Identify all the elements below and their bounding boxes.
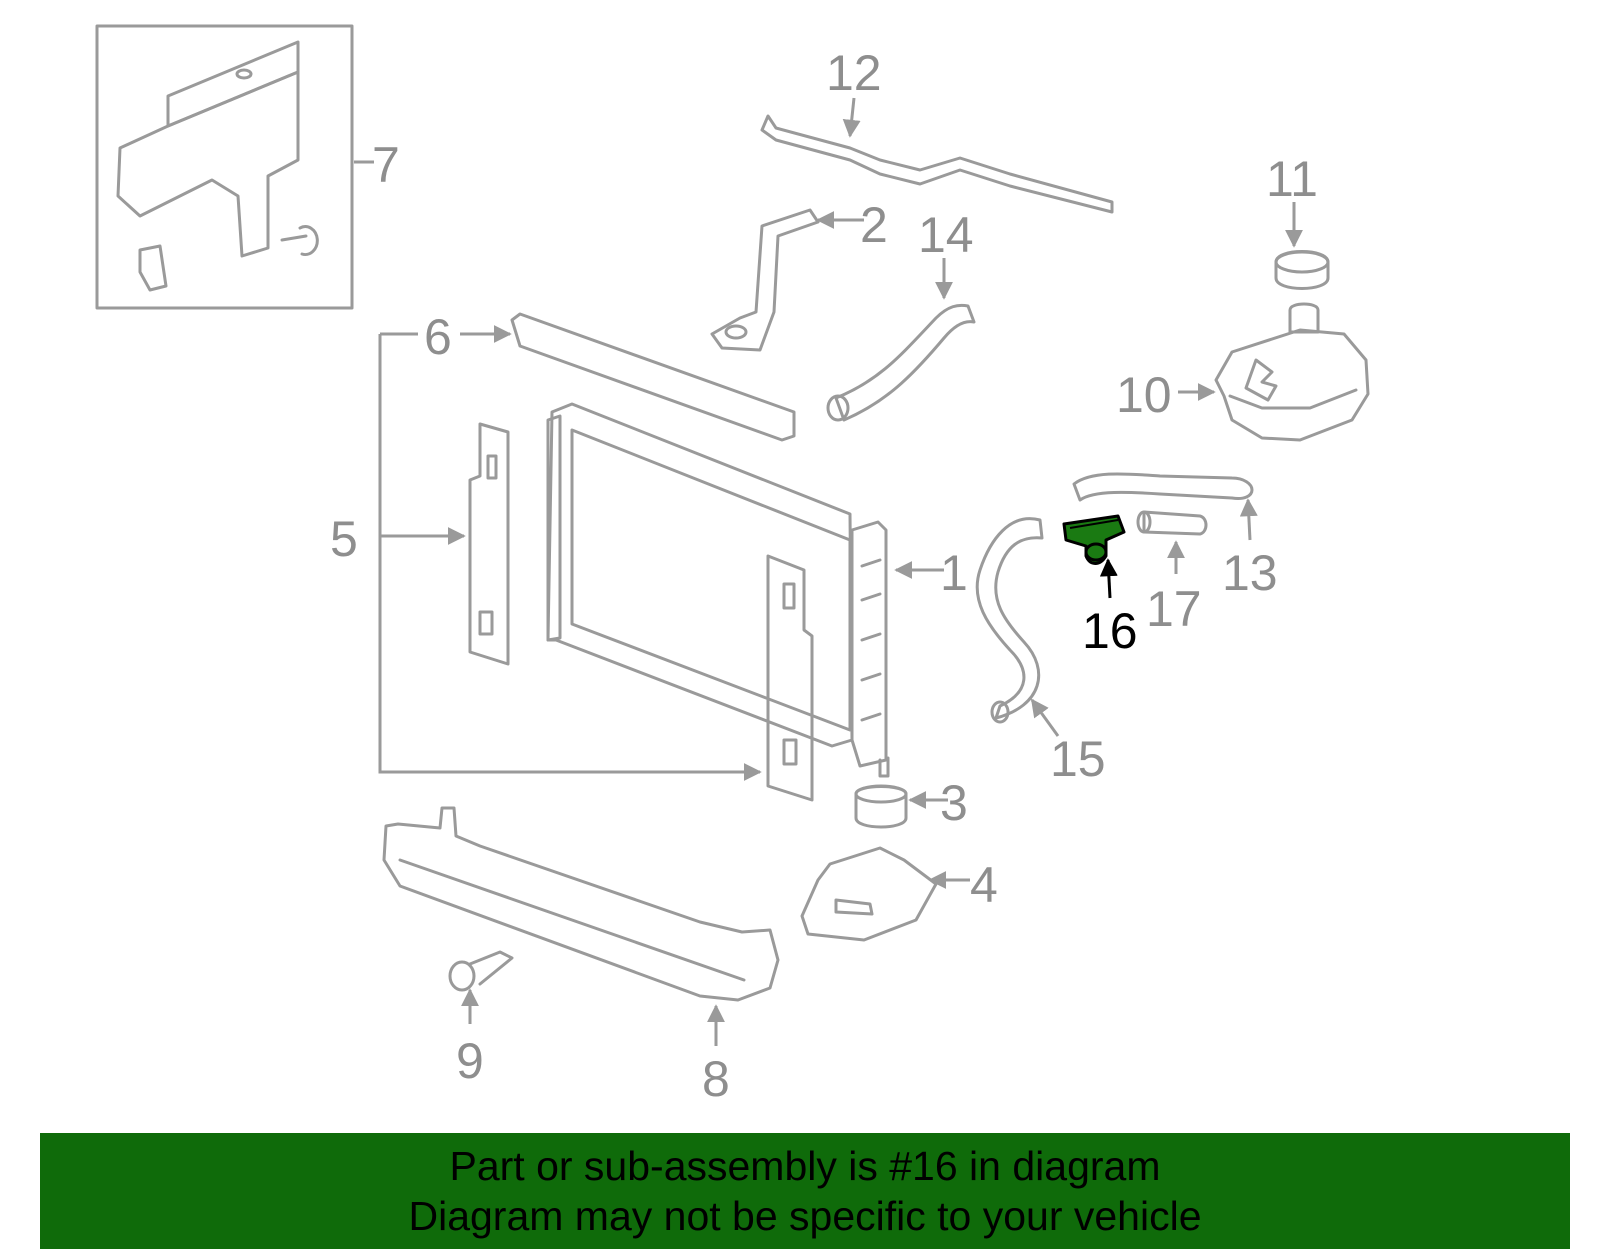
callout-6: 6 [424,309,452,365]
part-5-side-seal-right [766,554,814,802]
callout-10: 10 [1116,367,1172,423]
banner-line-part: Part or sub-assembly is #16 in diagram [449,1143,1161,1189]
callout-11: 11 [1266,151,1318,207]
part-3-insulator [854,784,908,829]
info-banner: Part or sub-assembly is #16 in diagram D… [40,1133,1570,1249]
part-14-upper-hose [826,303,976,422]
callout-12: 12 [826,45,882,101]
part-15-lower-hose [975,517,1044,724]
part-1-radiator [546,402,890,778]
callout-15: 15 [1050,731,1106,787]
part-17-tube [1136,510,1208,536]
callout-13: 13 [1222,545,1278,601]
callout-5: 5 [330,511,358,567]
part-6-upper-seal [510,312,796,442]
callout-7: 7 [372,137,400,193]
part-9-push-pin [448,950,514,992]
callout-8: 8 [702,1051,730,1107]
part-8-lower-deflector [382,806,780,1002]
callout-16-highlighted: 16 [1082,603,1138,659]
callout-2: 2 [860,197,888,253]
part-5-side-seal-left [468,422,510,666]
callout-14: 14 [918,207,974,263]
banner-line-disclaimer: Diagram may not be specific to your vehi… [408,1193,1202,1239]
part-11-cap [1274,250,1330,290]
callout-9: 9 [456,1033,484,1089]
callout-3: 3 [940,775,968,831]
part-12-rod [760,114,1114,214]
callout-17: 17 [1146,581,1202,637]
leader-lines [354,97,1303,1046]
part-2-bracket [710,208,820,352]
part-10-reservoir [1214,302,1370,442]
part-7-deflector-inset [95,24,354,310]
part-4-lower-bracket [800,846,938,942]
callout-1: 1 [940,545,968,601]
part-16-outlet-highlighted[interactable] [1062,514,1126,565]
callout-4: 4 [970,857,998,913]
part-13-hose [1072,472,1254,502]
